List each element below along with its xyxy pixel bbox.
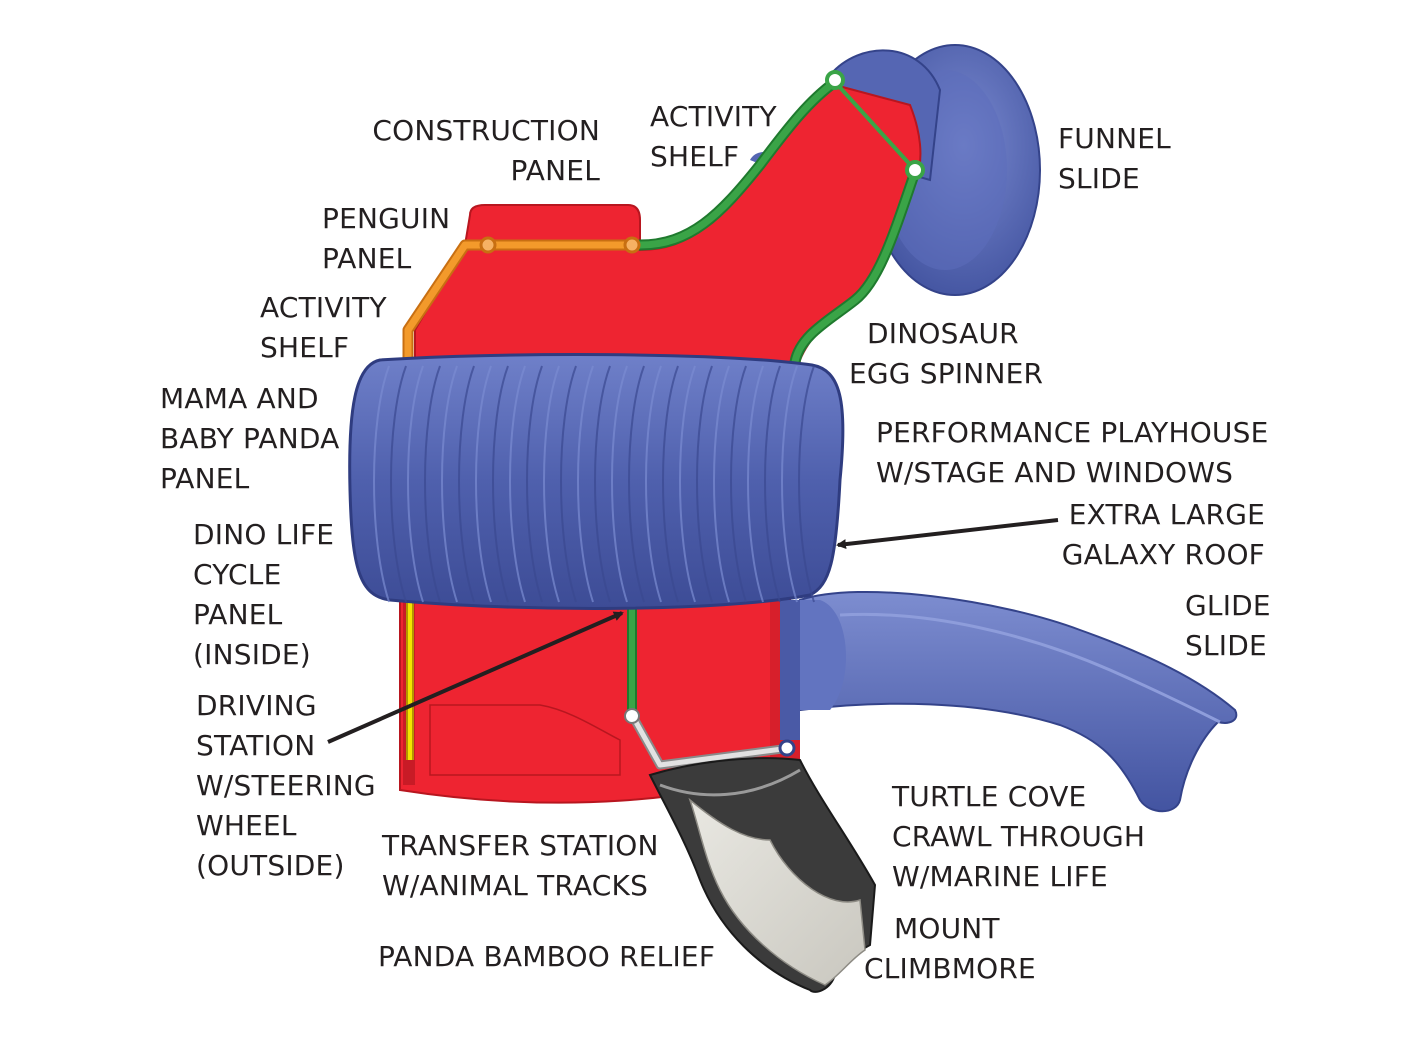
- penguin-panel-label: PENGUIN PANEL: [322, 202, 451, 275]
- galaxy-roof-arrow: [836, 518, 1059, 550]
- extra-large-galaxy-roof-label: EXTRA LARGE GALAXY ROOF: [1061, 498, 1265, 571]
- roof-rib: [458, 365, 475, 603]
- dinosaur-egg-spinner-label: DINOSAUR EGG SPINNER: [849, 317, 1044, 390]
- roof-rib: [645, 365, 662, 603]
- roof-rib: [662, 365, 679, 603]
- roof-rib: [441, 365, 458, 603]
- driving-station-arrow: [327, 611, 624, 744]
- activity-shelf-left-label: ACTIVITY SHELF: [260, 291, 387, 364]
- driving-station-label: DRIVING STATION W/STEERING WHEEL (OUTSID…: [196, 689, 376, 882]
- roof-rib: [713, 365, 730, 603]
- roof-rib: [407, 365, 424, 603]
- dino-life-cycle-panel-label: DINO LIFE CYCLE PANEL (INSIDE): [193, 518, 335, 671]
- mama-baby-panda-panel-label: MAMA AND BABY PANDA PANEL: [160, 382, 340, 495]
- roof-rib: [543, 365, 560, 603]
- roof-rib: [798, 365, 815, 603]
- glide-slide-label: GLIDE SLIDE: [1185, 589, 1271, 662]
- roof-rib: [424, 365, 441, 603]
- roof-rib: [781, 365, 798, 603]
- mount-climbmore: [648, 757, 877, 993]
- roof-ribs: [373, 365, 815, 603]
- roof-rib: [764, 365, 781, 603]
- roof-rib: [679, 365, 696, 603]
- funnel-slide-label: FUNNEL SLIDE: [1058, 122, 1171, 195]
- roof-rib: [730, 365, 747, 603]
- roof-rib: [492, 365, 509, 603]
- roof-rib: [560, 365, 577, 603]
- panda-bamboo-relief-label: PANDA BAMBOO RELIEF: [378, 940, 716, 973]
- roof-rib: [526, 365, 543, 603]
- roof-rib: [390, 365, 407, 603]
- roof-rib: [696, 365, 713, 603]
- transfer-station: [624, 708, 796, 770]
- transfer-station-label: TRANSFER STATION W/ANIMAL TRACKS: [382, 829, 659, 902]
- roof-rib: [594, 365, 611, 603]
- roof-rib: [475, 365, 492, 603]
- roof-rib: [611, 365, 628, 603]
- roof-rib: [628, 365, 645, 603]
- turtle-cove-label: TURTLE COVE CRAWL THROUGH W/MARINE LIFE: [892, 780, 1146, 893]
- construction-panel-label: CONSTRUCTION PANEL: [372, 114, 600, 187]
- roof-rib: [373, 365, 390, 603]
- galaxy-roof: [348, 353, 845, 610]
- mount-climbmore-label: MOUNT CLIMBMORE: [864, 912, 1036, 985]
- roof-rib: [509, 365, 526, 603]
- activity-shelf-top-label: ACTIVITY SHELF: [650, 100, 777, 173]
- glide-slide: [780, 590, 1238, 813]
- roof-rib: [577, 365, 594, 603]
- leader-arrows: [327, 518, 1059, 744]
- roof-rib: [747, 365, 764, 603]
- performance-playhouse-label: PERFORMANCE PLAYHOUSE W/STAGE AND WINDOW…: [876, 416, 1269, 489]
